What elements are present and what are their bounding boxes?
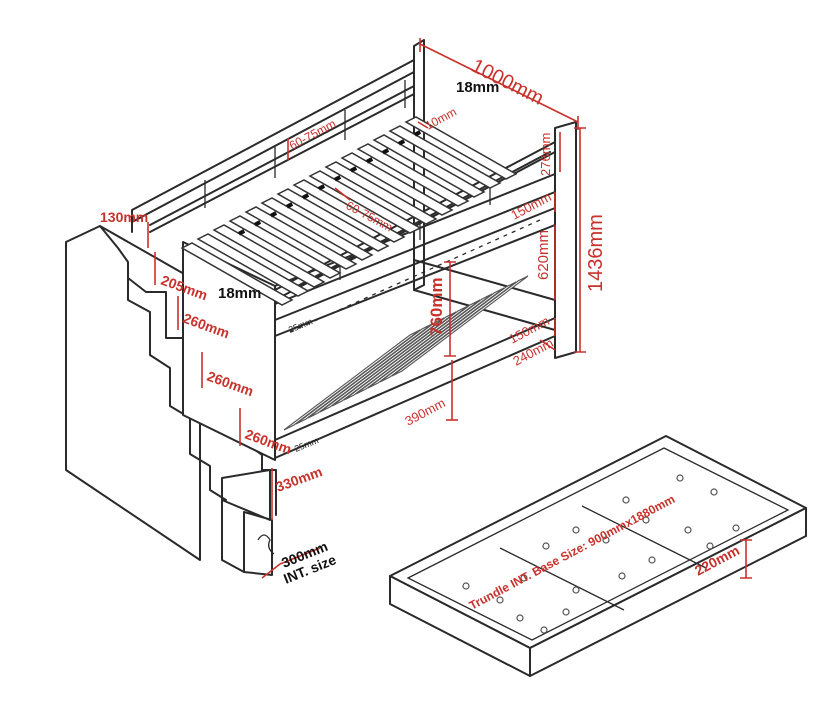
lower-slat [283, 329, 421, 431]
dimension-lines [147, 38, 752, 579]
upper-slat [212, 224, 326, 288]
trundle-hole [562, 608, 570, 616]
trundle-hole [520, 574, 528, 582]
lower-slat [379, 281, 517, 383]
upper-slat [196, 233, 310, 297]
lower-slats [283, 219, 541, 431]
trundle-hole [710, 488, 718, 496]
back-guard-posts [204, 80, 406, 208]
lower-back-rail [413, 259, 556, 331]
trundle-hole [618, 572, 626, 580]
upper-end-panel-left [182, 241, 276, 461]
trundle-hole [542, 542, 550, 550]
label-rail-top: 10mm [423, 105, 459, 133]
trundle-hole [648, 556, 656, 564]
upper-slat [324, 161, 438, 225]
upper-slat [276, 188, 390, 252]
stair-cutout [257, 534, 275, 555]
lower-slat [355, 293, 493, 395]
lower-slat [295, 323, 433, 425]
trundle-hole [572, 526, 580, 534]
upper-slat [260, 197, 374, 261]
upper-slat [228, 215, 342, 279]
trundle-divider-2 [581, 505, 707, 569]
trundle-inner-base [406, 447, 790, 641]
upper-slat [244, 206, 358, 270]
label-height-total: 1436mm [585, 214, 607, 292]
upper-slat [292, 179, 406, 243]
trundle-divider-1 [499, 547, 625, 611]
label-panel-top: 18mm [456, 79, 499, 96]
trundle-hole [676, 474, 684, 482]
trundle-holes [462, 474, 740, 634]
label-panel-side: 18mm [218, 285, 261, 302]
trundle-hole [462, 582, 470, 590]
trundle-hole [684, 526, 692, 534]
trundle-hole [622, 496, 630, 504]
trundle-hole [642, 516, 650, 524]
trundle-hole [732, 524, 740, 532]
upper-slat [340, 152, 454, 216]
label-slat-width-upper: 25mm [287, 316, 314, 335]
lower-slat [343, 299, 481, 401]
upper-slat [180, 242, 294, 306]
trundle-hole [572, 586, 580, 594]
lower-slat [391, 275, 529, 377]
stair-side-panel [65, 225, 201, 561]
trundle-hole [496, 596, 504, 604]
back-guard-rail-top [131, 59, 415, 233]
lower-slat-centre-rail [289, 219, 541, 333]
label-upper-rail-height: 276mm [538, 133, 553, 176]
endboard-front [554, 121, 577, 359]
label-stair-step-5: 330mm [274, 463, 325, 495]
upper-slat [308, 170, 422, 234]
back-guard-rail-mid [149, 85, 415, 233]
stair-cubby [221, 469, 273, 576]
label-bed-spacing: 620mm [535, 230, 552, 280]
trundle-side-face [529, 507, 807, 677]
trundle-hole [706, 542, 714, 550]
trundle-hole [516, 614, 524, 622]
stair-inner-profile [127, 277, 227, 501]
upper-slat [404, 116, 518, 180]
label-slat-width-lower: 25mm [293, 435, 320, 454]
upper-slat [356, 143, 470, 207]
label-slat-spacing: 760mm [427, 277, 446, 336]
upper-slats [180, 116, 518, 306]
upper-slat [372, 134, 486, 198]
upper-front-rail-bottom [274, 207, 556, 337]
trundle-drawer [389, 435, 807, 677]
upper-slat [388, 125, 502, 189]
label-stair-top-gap: 130mm [100, 209, 148, 225]
upper-slat-gaps [238, 130, 422, 236]
trundle-hole [602, 536, 610, 544]
trundle-hole [540, 626, 548, 634]
